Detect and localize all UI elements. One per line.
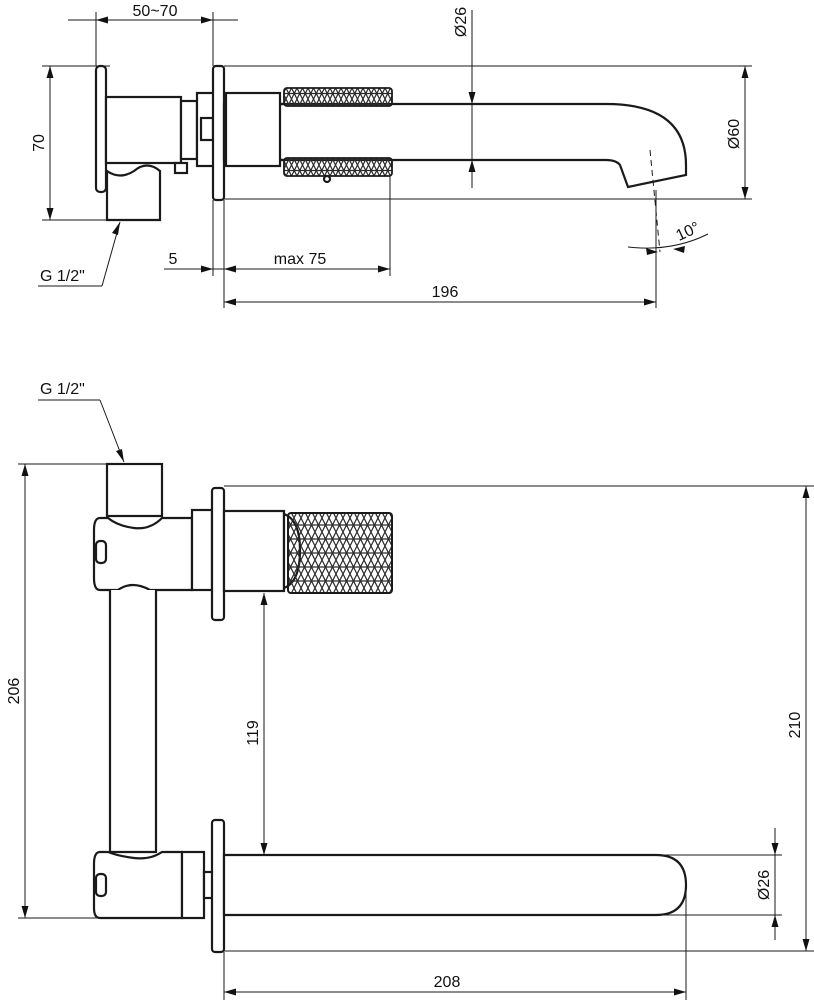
arrow xyxy=(741,66,749,78)
arrow xyxy=(741,187,749,199)
knurled-handle-front xyxy=(287,512,393,594)
arrow xyxy=(112,222,120,235)
upper-valve-housing xyxy=(92,516,194,592)
knurled-handle-top xyxy=(283,87,393,107)
connector xyxy=(173,161,189,175)
upper-flange xyxy=(190,508,214,592)
arrow xyxy=(802,939,810,951)
dim-5-label: 5 xyxy=(169,251,178,268)
valve-nut xyxy=(199,116,215,142)
dim-10deg-label: 10° xyxy=(674,219,703,245)
handle-screw xyxy=(322,174,332,184)
handle-base-front xyxy=(222,509,286,593)
arrow xyxy=(224,298,236,306)
dim-206-label: 206 xyxy=(6,678,23,705)
arrow xyxy=(674,988,686,996)
arrow xyxy=(21,906,29,918)
arrow xyxy=(260,843,268,855)
arrow xyxy=(468,92,476,104)
angle-arc xyxy=(627,233,709,249)
upper-escutcheon xyxy=(210,486,226,622)
spout-front xyxy=(222,853,688,917)
arrow xyxy=(46,208,54,220)
arrow xyxy=(771,915,779,927)
inlet-pipe xyxy=(105,164,162,222)
dim-d60-label: Ø60 xyxy=(726,119,743,149)
dim-d26-front-label: Ø26 xyxy=(756,870,773,900)
knurled-handle-bottom xyxy=(283,157,393,177)
arrow xyxy=(378,265,390,273)
lower-collar xyxy=(180,850,206,920)
arrow xyxy=(201,265,213,273)
arrow xyxy=(21,464,29,476)
arrow xyxy=(224,988,236,996)
dim-119-label: 119 xyxy=(245,720,262,746)
arrow xyxy=(116,449,124,462)
handle-base xyxy=(224,91,282,168)
front-view: G 1/2" 206 119 xyxy=(6,381,814,1000)
arrow xyxy=(673,246,685,253)
top-view: 50~70 70 xyxy=(31,3,752,308)
arrow xyxy=(96,16,108,24)
lower-port xyxy=(94,872,108,898)
arrow xyxy=(646,248,658,255)
arrow xyxy=(468,160,476,172)
spout xyxy=(222,102,688,189)
top-inlet xyxy=(105,462,164,518)
arrow xyxy=(802,486,810,498)
dim-max75-label: max 75 xyxy=(274,251,327,268)
thread-label-top: G 1/2" xyxy=(40,268,85,285)
dim-50-70-label: 50~70 xyxy=(133,3,178,20)
arrow xyxy=(224,265,236,273)
arrow xyxy=(201,16,213,24)
arrow xyxy=(644,298,656,306)
spout-axis xyxy=(649,149,661,253)
dim-196-label: 196 xyxy=(432,284,459,301)
vertical-pipe xyxy=(108,590,158,854)
lower-escutcheon xyxy=(210,818,226,954)
lower-valve-housing xyxy=(92,850,184,920)
dim-70-label: 70 xyxy=(31,134,48,152)
dim-d26-label: Ø26 xyxy=(453,7,470,37)
wall-plate xyxy=(94,64,108,194)
arrow xyxy=(260,593,268,605)
escutcheon-plate xyxy=(211,64,226,202)
thread-label-front: G 1/2" xyxy=(40,381,85,398)
valve-body xyxy=(104,95,183,165)
arrow xyxy=(771,843,779,855)
dim-208-label: 208 xyxy=(434,974,461,991)
dim-210-label: 210 xyxy=(787,712,804,739)
arrow xyxy=(46,66,54,78)
handle-joint xyxy=(280,102,284,162)
valve-collar xyxy=(179,99,199,161)
upper-port xyxy=(94,539,108,565)
